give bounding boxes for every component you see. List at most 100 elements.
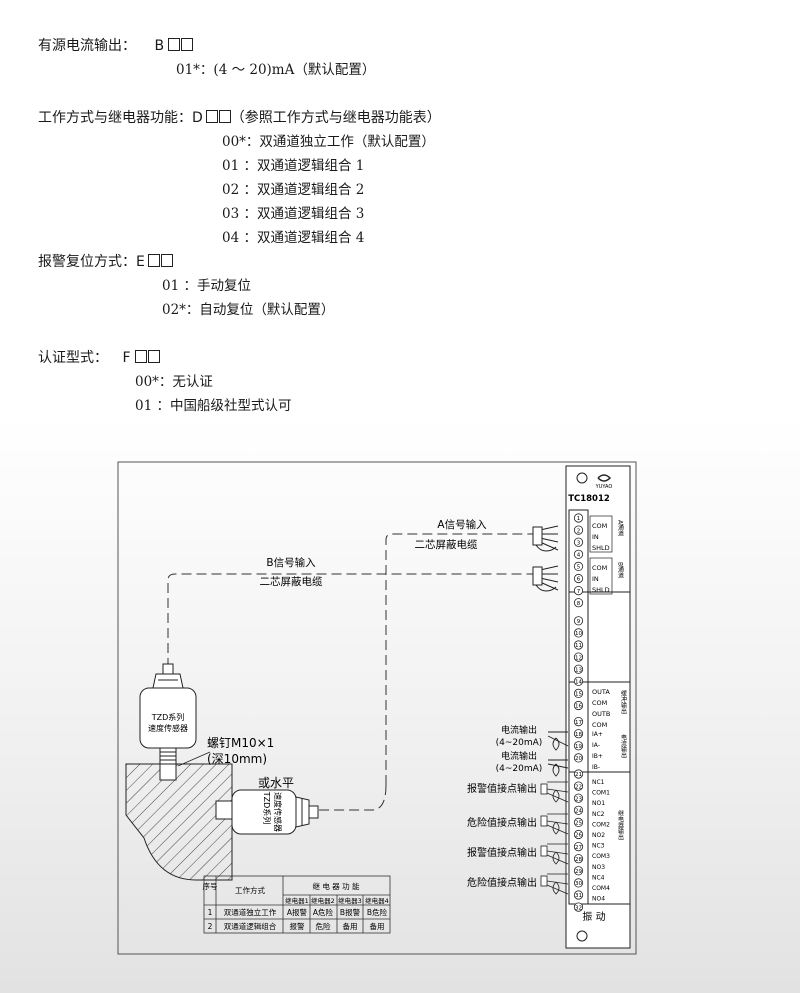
b-cable-label: 二芯屏蔽电缆	[260, 575, 323, 588]
e-code-line: 报警复位方式：E	[38, 253, 173, 271]
terminal-number: 18	[575, 732, 582, 738]
module-footer: 振 动	[582, 910, 605, 923]
relay-wire	[546, 781, 569, 803]
f-code-line: 认证型式： F	[38, 349, 160, 367]
terminal-group: 1234567891011121314151617181920212223242…	[573, 513, 584, 912]
alarm-output-label: 报警值接点输出	[467, 782, 537, 795]
sensor2-label: 速度传感器	[273, 792, 283, 832]
table-cell: A报警	[287, 907, 308, 917]
side-label: 继电器输出	[617, 809, 624, 841]
code-box	[205, 110, 218, 123]
terminal-13	[573, 664, 584, 674]
terminal-number: 22	[575, 784, 582, 790]
b-title: 有源电流输出：	[38, 38, 136, 54]
relay-wire	[546, 843, 569, 865]
terminal-23	[573, 793, 584, 803]
d-option: 02 ：双通道逻辑组合 2	[222, 182, 365, 198]
d-note: （参照工作方式与继电器功能表）	[230, 110, 441, 126]
function-table	[203, 875, 391, 934]
terminal-number: 9	[577, 619, 581, 625]
terminal-17	[573, 716, 584, 727]
terminal-number: 6	[577, 577, 581, 583]
cur-range-label: (4~20mA)	[496, 764, 543, 774]
b-code: B	[154, 38, 165, 54]
terminal-number: 4	[577, 553, 581, 559]
terminal-7	[573, 585, 584, 596]
relay-plug	[540, 875, 548, 887]
e-title: 报警复位方式：E	[38, 254, 145, 270]
signal-label: COM4	[592, 885, 610, 892]
a-input-label: A信号输入	[437, 518, 487, 531]
sensor-vertical	[139, 663, 197, 765]
table-cell: B危险	[367, 907, 388, 917]
brand-label: YUYAO	[595, 484, 613, 490]
terminal-number: 8	[577, 601, 581, 607]
relay-wire	[546, 873, 569, 895]
mount-hole	[576, 472, 588, 484]
relay-wires	[540, 781, 569, 895]
signal-label: IN	[592, 575, 599, 583]
connector-b	[532, 565, 559, 592]
relay-twist	[552, 821, 560, 835]
code-box	[168, 38, 181, 51]
cur-out-label: 电流输出	[501, 750, 537, 762]
table-relay-header: 继电器3	[338, 896, 362, 905]
e-option: 01 ：手动复位	[162, 278, 251, 294]
terminal-12	[573, 652, 584, 662]
ch-b-box	[589, 557, 613, 595]
terminal-11	[573, 640, 584, 650]
signal-label: COM	[592, 564, 607, 572]
signal-label: NC2	[592, 811, 605, 818]
terminal-number: 30	[575, 881, 582, 887]
sensor1-label: 速度传感器	[148, 723, 188, 733]
terminal-number: 32	[575, 905, 582, 911]
terminal-6	[573, 573, 584, 584]
ch-a-box	[589, 515, 613, 553]
terminal-number: 31	[575, 893, 582, 899]
relay-plug	[540, 783, 548, 795]
table-relay-header: 继电器1	[285, 896, 309, 905]
signal-label: IB-	[592, 764, 600, 771]
code-box	[134, 350, 147, 363]
table-cell: 危险	[316, 921, 331, 931]
terminal-31	[573, 890, 584, 900]
table-relay-header: 继电器4	[365, 896, 389, 905]
terminal-number: 13	[575, 667, 582, 673]
signal-label: NC3	[592, 843, 605, 850]
signal-label: NC4	[592, 874, 605, 881]
code-box	[160, 254, 173, 267]
relay-twist	[552, 881, 560, 895]
signal-label: IA+	[592, 731, 603, 738]
signal-label: NC1	[592, 779, 605, 786]
f-title: 认证型式：	[38, 350, 108, 366]
cable-a	[385, 533, 540, 785]
terminal-2	[573, 525, 584, 535]
signal-label: NO4	[592, 896, 605, 903]
terminal-22	[573, 781, 584, 791]
terminal-number: 26	[575, 833, 582, 839]
screw-label: 螺钉M10×1	[207, 736, 274, 750]
code-box	[218, 110, 231, 123]
diagram-frame	[117, 461, 637, 955]
screw-hole	[159, 763, 177, 781]
or-horizontal-label: 或水平	[258, 776, 294, 790]
terminal-number: 3	[577, 540, 581, 546]
d-option: 04 ：双通道逻辑组合 4	[222, 230, 365, 246]
cable-b	[167, 573, 540, 668]
terminal-number: 20	[575, 756, 582, 762]
signal-label: OUTB	[592, 710, 610, 718]
sensor2-label: TZD系列	[262, 791, 272, 825]
table-cell: 1	[208, 908, 213, 917]
relay-twist	[552, 789, 560, 803]
table-cell: 2	[208, 922, 213, 931]
terminal-number: 28	[575, 857, 582, 863]
b-input-label: B信号输入	[266, 556, 316, 569]
table-cell: 双通道独立工作	[224, 907, 277, 917]
terminal-26	[573, 829, 584, 840]
terminal-number: 2	[577, 528, 581, 534]
signal-label: SHLD	[592, 586, 610, 594]
table-header-func: 继 电 器 功 能	[312, 881, 360, 891]
screw-leader	[177, 751, 211, 767]
signal-label: IB+	[592, 753, 603, 760]
terminal-19	[573, 741, 584, 751]
